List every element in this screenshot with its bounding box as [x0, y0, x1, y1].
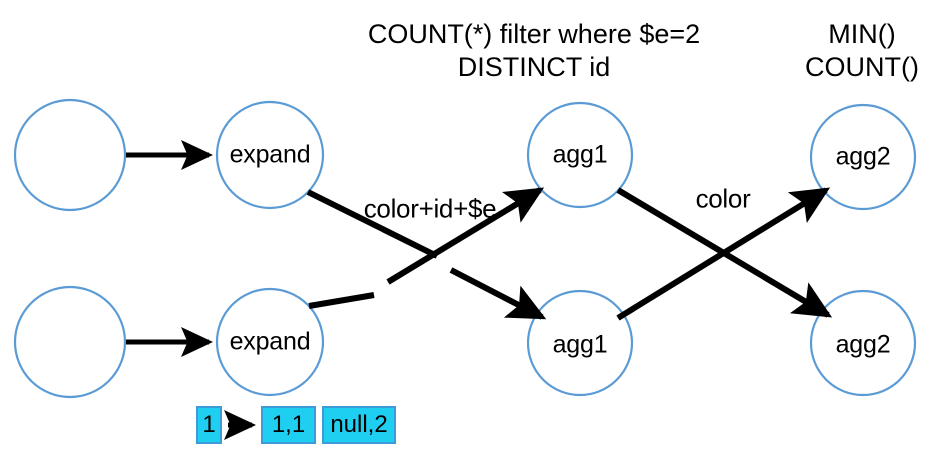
node-label-agg1-bot: agg1	[552, 330, 608, 359]
token-box-null-2[interactable]: null,2	[322, 406, 396, 444]
agg2-caption: MIN() COUNT()	[805, 18, 919, 84]
node-label-agg1-top: agg1	[552, 140, 608, 169]
token-box-1[interactable]: 1	[196, 406, 222, 444]
node-circle-agg2-top[interactable]	[809, 103, 917, 211]
node-circle-agg2-bot[interactable]	[809, 289, 917, 397]
edges-expand-to-agg1	[306, 187, 547, 320]
agg1-caption-line-1: COUNT(*) filter where $e=2	[367, 19, 701, 49]
node-circle-expand-top[interactable]	[215, 100, 325, 210]
node-circle-agg1-top[interactable]	[526, 101, 634, 209]
edge-label-color-id-e: color+id+$e	[363, 193, 497, 224]
node-label-expand-bot: expand	[229, 327, 311, 356]
node-circles	[13, 98, 917, 399]
edge-label-color: color	[695, 183, 751, 214]
agg2-caption-line-2: COUNT()	[805, 51, 919, 82]
edge-expand-top-to-agg1-bot	[306, 189, 547, 320]
node-label-agg2-top: agg2	[835, 142, 891, 171]
agg1-caption: COUNT(*) filter where $e=2 DISTINCT id	[368, 18, 700, 84]
node-label-expand-top: expand	[229, 140, 311, 169]
edge-expand-bot-to-agg1-top	[308, 187, 545, 309]
node-circle-src-top[interactable]	[13, 98, 127, 212]
edges-horizontal	[126, 140, 214, 357]
node-circle-agg1-bot[interactable]	[526, 289, 634, 397]
node-circle-expand-bot[interactable]	[215, 287, 325, 397]
edge-agg1-bot-to-agg2-top	[616, 187, 831, 321]
edges-agg1-to-agg2	[616, 187, 833, 321]
node-circle-src-bottom[interactable]	[13, 285, 127, 399]
agg2-caption-line-1: MIN()	[828, 19, 896, 49]
token-box-1-1[interactable]: 1,1	[261, 406, 316, 444]
agg1-caption-line-2: DISTINCT id	[457, 51, 611, 82]
node-label-agg2-bot: agg2	[835, 330, 891, 359]
